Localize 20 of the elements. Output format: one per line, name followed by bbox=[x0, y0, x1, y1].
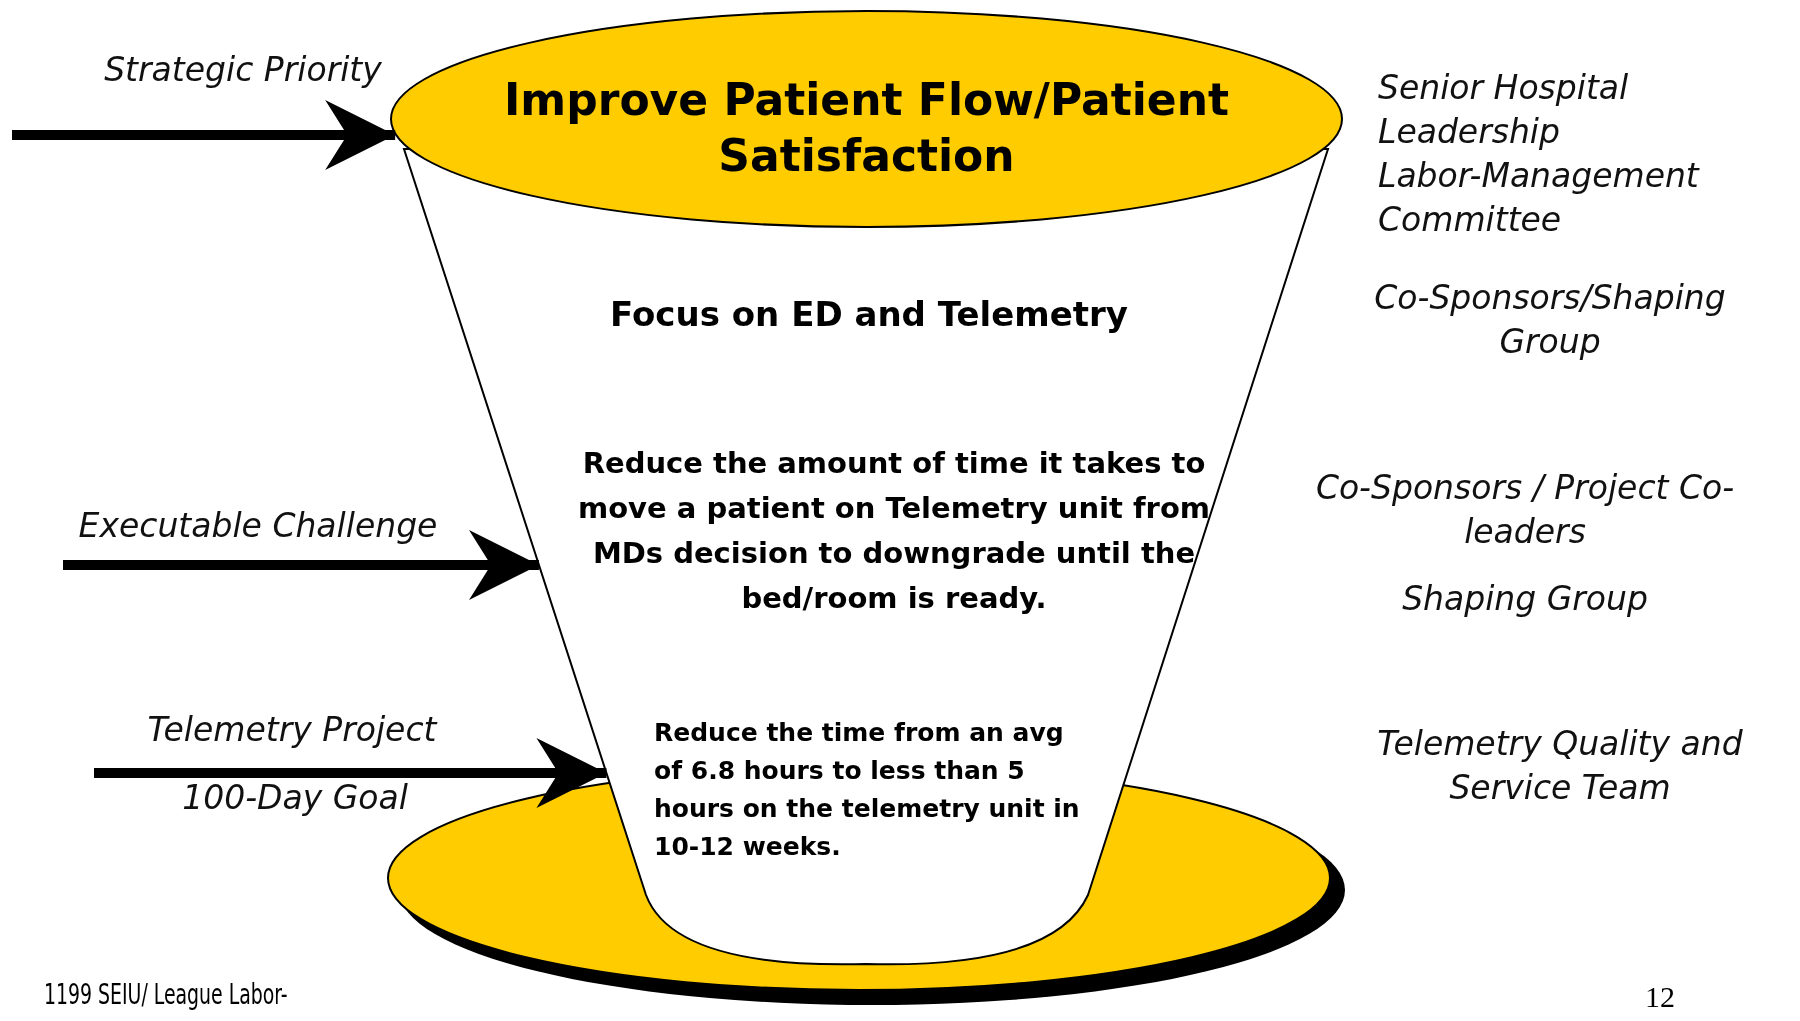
heading: Improve Patient Flow/Patient Satisfaction bbox=[502, 73, 1230, 183]
side-label: 100-Day Goal bbox=[181, 777, 409, 819]
side-label: Labor-Management Committee bbox=[1378, 155, 1701, 241]
arrow bbox=[63, 530, 539, 600]
side-label: Co-Sponsors/Shaping Group bbox=[1373, 277, 1727, 363]
side-label: Executable Challenge bbox=[77, 505, 439, 547]
page-number: 12 bbox=[1644, 980, 1676, 1014]
challenge-text: Reduce the amount of time it takes to move a patient on Telemetry unit from MDs decision to downgrade until the bed/room is ready. bbox=[576, 445, 1212, 617]
goal-text: Reduce the time from an avg of 6.8 hours to less than 5 hours on the telemetry unit in 10-12 weeks. bbox=[654, 717, 1081, 863]
arrow bbox=[94, 738, 607, 808]
focus-text: Focus on ED and Telemetry bbox=[609, 293, 1129, 336]
side-label: Shaping Group bbox=[1401, 578, 1649, 620]
side-label: Senior Hospital Leadership bbox=[1378, 67, 1630, 153]
rim-ellipse bbox=[390, 10, 1343, 228]
side-label: Telemetry Quality and Service Team bbox=[1376, 723, 1744, 809]
side-label: Co-Sponsors / Project Co-leaders bbox=[1314, 467, 1736, 553]
side-label: Strategic Priority bbox=[103, 49, 383, 91]
footer-text: 1199 SEIU/ League Labor- bbox=[44, 978, 289, 1012]
side-label: Telemetry Project bbox=[146, 709, 439, 751]
arrow bbox=[12, 100, 396, 170]
